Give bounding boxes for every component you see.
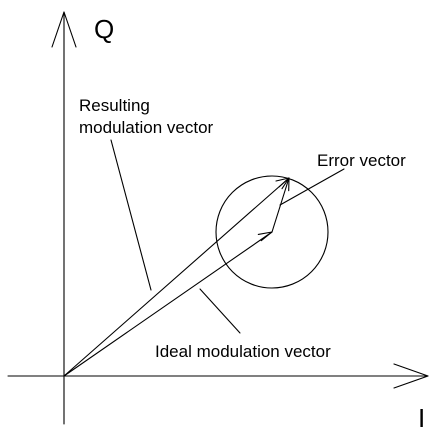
measured-point-arrowhead xyxy=(275,177,290,188)
q-axis-arrowhead xyxy=(51,11,77,48)
i-axis-arrowhead xyxy=(393,363,429,389)
resulting-leader xyxy=(110,139,152,291)
error-leader xyxy=(279,168,345,206)
i-axis-label: I xyxy=(418,403,425,429)
error-vector-label: Error vector xyxy=(317,151,406,170)
ideal-vector-label: Ideal modulation vector xyxy=(155,342,331,361)
ideal-vector xyxy=(63,231,273,377)
q-axis-label: Q xyxy=(94,14,114,44)
resulting-vector-label-line1: Resulting xyxy=(79,96,150,115)
resulting-vector xyxy=(63,177,290,377)
error-circle xyxy=(215,175,329,289)
ideal-leader xyxy=(199,288,241,334)
resulting-vector-label-line2: modulation vector xyxy=(79,118,214,137)
